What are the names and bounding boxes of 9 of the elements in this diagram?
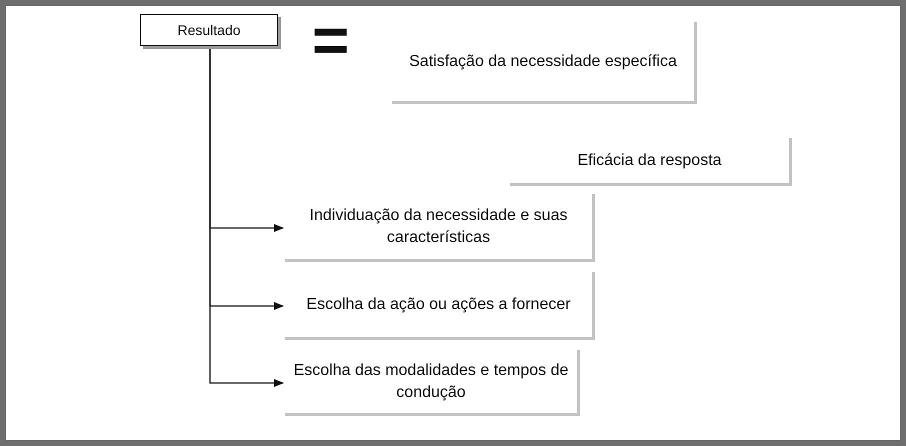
node-text: Escolha da ação ou ações a fornecer bbox=[305, 294, 572, 314]
arrow bbox=[209, 46, 284, 387]
equals-sign: = bbox=[312, 8, 350, 72]
node-text: Escolha das modalidades e tempos de condução bbox=[292, 360, 570, 402]
node-text: Individuação da necessidade e suas características bbox=[308, 206, 568, 248]
node-text: Eficácia da resposta bbox=[576, 150, 723, 170]
node-text: Satisfação da necessidade específica bbox=[408, 52, 678, 72]
result-box bbox=[140, 14, 278, 46]
node-text: Resultado bbox=[177, 20, 241, 40]
